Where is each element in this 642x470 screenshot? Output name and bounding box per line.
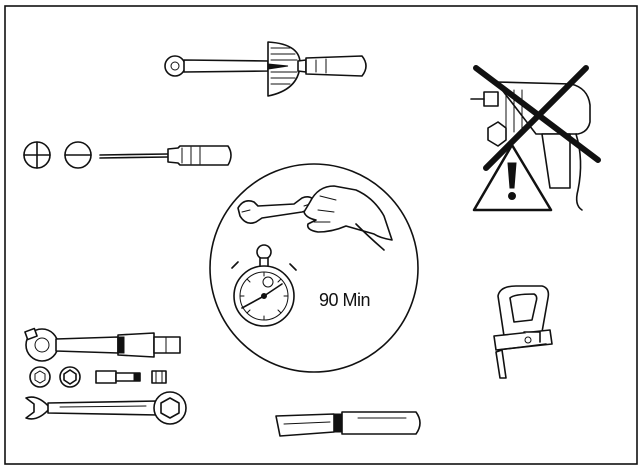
combination-wrench-icon xyxy=(25,391,187,425)
duration-label: 90 Min xyxy=(319,290,371,310)
screwdriver-bits-icon xyxy=(23,141,92,169)
no-power-drill-warning-icon xyxy=(470,65,601,212)
tighten-wrench-by-hand-icon xyxy=(237,185,393,251)
stopwatch-icon xyxy=(231,244,297,327)
torque-wrench-icon xyxy=(164,41,367,97)
ratchet-socket-set-icon xyxy=(24,327,181,388)
jigsaw-icon xyxy=(493,285,553,379)
screwdriver-icon xyxy=(99,145,232,166)
timed-assembly-circle xyxy=(209,163,419,373)
chisel-icon xyxy=(275,411,421,437)
